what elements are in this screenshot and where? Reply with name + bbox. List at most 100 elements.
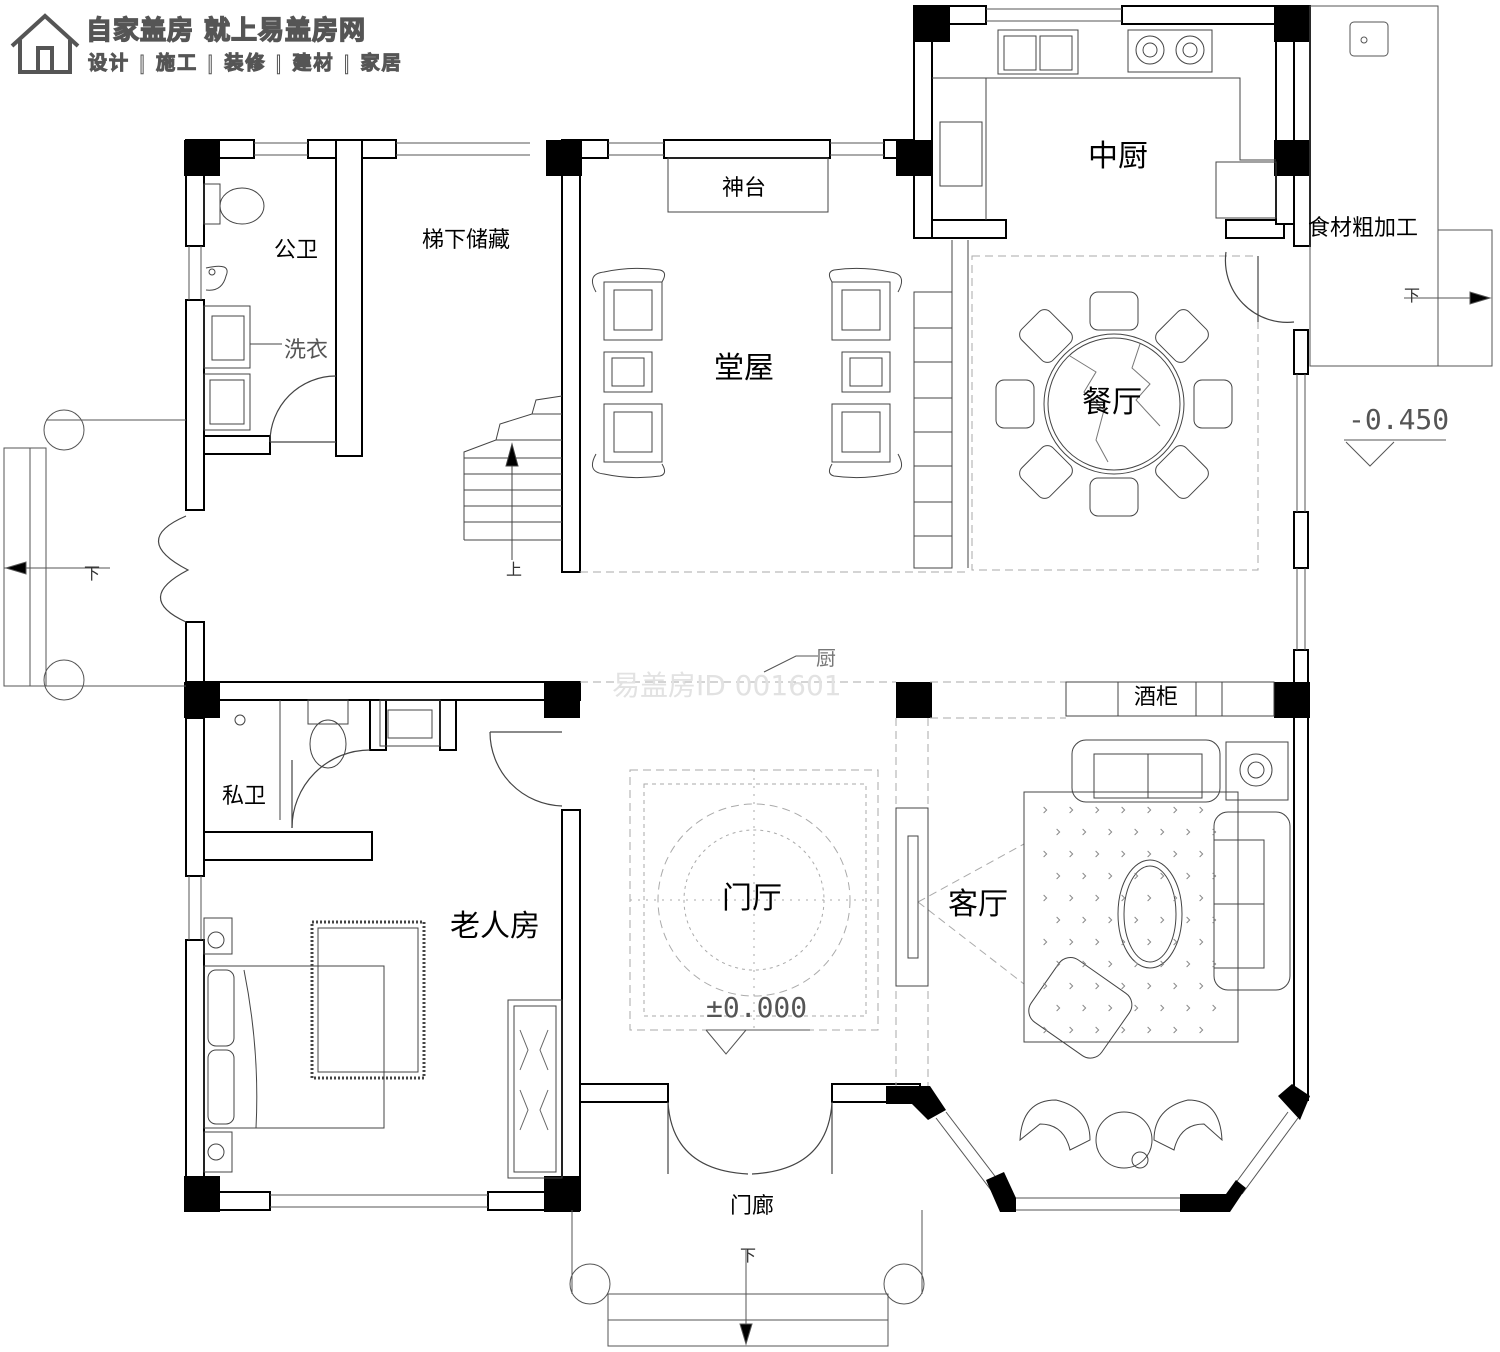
carpet-mark [1212, 1004, 1217, 1012]
door-swing [667, 1101, 749, 1175]
wall [439, 699, 457, 751]
carpet-mark [1082, 916, 1087, 924]
level-outside: -0.450 [1348, 403, 1450, 436]
carpet-mark [1043, 806, 1048, 814]
carpet-mark [1134, 828, 1139, 836]
carpet-mark [1160, 916, 1165, 924]
carpet-mark [1199, 894, 1204, 902]
wall [579, 1083, 669, 1103]
room-label-prep-area: 食材粗加工 [1308, 216, 1419, 241]
carpet-mark [1212, 872, 1217, 880]
brand-logo [8, 8, 428, 78]
stair-down-label-right: 下 [1404, 286, 1421, 305]
level-markers [705, 439, 1446, 1055]
room-label-dining: 餐厅 [1082, 385, 1142, 420]
room-label-laundry: 洗衣 [284, 338, 329, 363]
door-swing [489, 731, 563, 807]
wall [185, 939, 205, 1211]
room-label-main-hall: 堂屋 [714, 351, 774, 386]
bedroom-furniture [203, 917, 563, 1179]
room-label-private-bath: 私卫 [222, 784, 267, 809]
wall [1121, 5, 1277, 25]
door-swing [1224, 251, 1295, 323]
room-label-altar: 神台 [722, 176, 767, 201]
carpet-mark [1186, 1004, 1191, 1012]
carpet-mark [1043, 894, 1048, 902]
carpet-mark [1108, 960, 1113, 968]
carpet-mark [1069, 894, 1074, 902]
stair-down-label-bottom: 下 [740, 1246, 757, 1265]
private-bath-fixtures [234, 699, 441, 820]
carpet-mark [1199, 938, 1204, 946]
carpet-mark [1108, 828, 1113, 836]
carpet-mark [1173, 982, 1178, 990]
watermark: 易盖房ID 001601 [612, 669, 842, 702]
staircase [463, 395, 563, 560]
room-label-public-toilet: 公卫 [274, 238, 319, 263]
wall [1225, 219, 1285, 239]
carpet-mark [1121, 806, 1126, 814]
wall [1293, 329, 1309, 375]
wall [185, 621, 205, 683]
wall [663, 139, 831, 159]
room-label-kitchen-small: 厨 [816, 646, 836, 670]
carpet-mark [1056, 916, 1061, 924]
carpet-mark [1199, 1026, 1204, 1034]
carpet-mark [1186, 960, 1191, 968]
carpet-mark [1069, 1026, 1074, 1034]
carpet-mark [1056, 828, 1061, 836]
carpet-mark [1186, 916, 1191, 924]
carpet-mark [1043, 938, 1048, 946]
carpet-mark [1069, 982, 1074, 990]
carpet-mark [1069, 806, 1074, 814]
carpet-mark [1095, 806, 1100, 814]
carpet-mark [1160, 1004, 1165, 1012]
carpet-mark [1095, 938, 1100, 946]
carpet-mark [1043, 982, 1048, 990]
toilet-fixtures [203, 183, 282, 431]
carpet-mark [1108, 916, 1113, 924]
carpet-mark [1147, 938, 1152, 946]
carpet-mark [1121, 1026, 1126, 1034]
carpet-mark [1199, 982, 1204, 990]
wall [203, 831, 373, 861]
carpet-mark [1056, 960, 1061, 968]
carpet-mark [1095, 894, 1100, 902]
wall [369, 699, 387, 751]
wine-cabinet-shape [1065, 681, 1275, 717]
carpet-mark [1199, 806, 1204, 814]
carpet-mark [1056, 872, 1061, 880]
living-furniture [895, 739, 1291, 1169]
carpet-mark [1082, 828, 1087, 836]
house-logo-icon [10, 13, 80, 74]
carpet-mark [1212, 916, 1217, 924]
wall [931, 219, 1007, 239]
carpet-mark [1043, 1026, 1048, 1034]
carpet-mark [1147, 850, 1152, 858]
carpet-mark [1134, 960, 1139, 968]
room-label-wine-cabinet: 酒柜 [1134, 685, 1179, 710]
kitchen-fixtures [932, 29, 1277, 220]
carpet-mark [1082, 1004, 1087, 1012]
wall [335, 139, 363, 457]
carpet-mark [1147, 1026, 1152, 1034]
carpet-mark [1147, 894, 1152, 902]
carpet-mark [1108, 1004, 1113, 1012]
room-label-kitchen: 中厨 [1088, 139, 1148, 174]
carpet-mark [1173, 894, 1178, 902]
carpet-mark [1095, 850, 1100, 858]
side-steps [3, 409, 186, 701]
carpet-mark [1043, 850, 1048, 858]
carpet-mark [1160, 828, 1165, 836]
carpet-mark [1134, 1004, 1139, 1012]
carpet-mark [1069, 938, 1074, 946]
carpet-mark [1121, 982, 1126, 990]
carpet-mark [1121, 894, 1126, 902]
room-label-under-stair-storage: 梯下储藏 [422, 228, 511, 253]
carpet-mark [1173, 1026, 1178, 1034]
wall [185, 299, 205, 511]
carpet-mark [1186, 872, 1191, 880]
level-floor: ±0.000 [706, 991, 808, 1024]
room-label-foyer: 门厅 [722, 881, 782, 916]
carpet-mark [1173, 938, 1178, 946]
